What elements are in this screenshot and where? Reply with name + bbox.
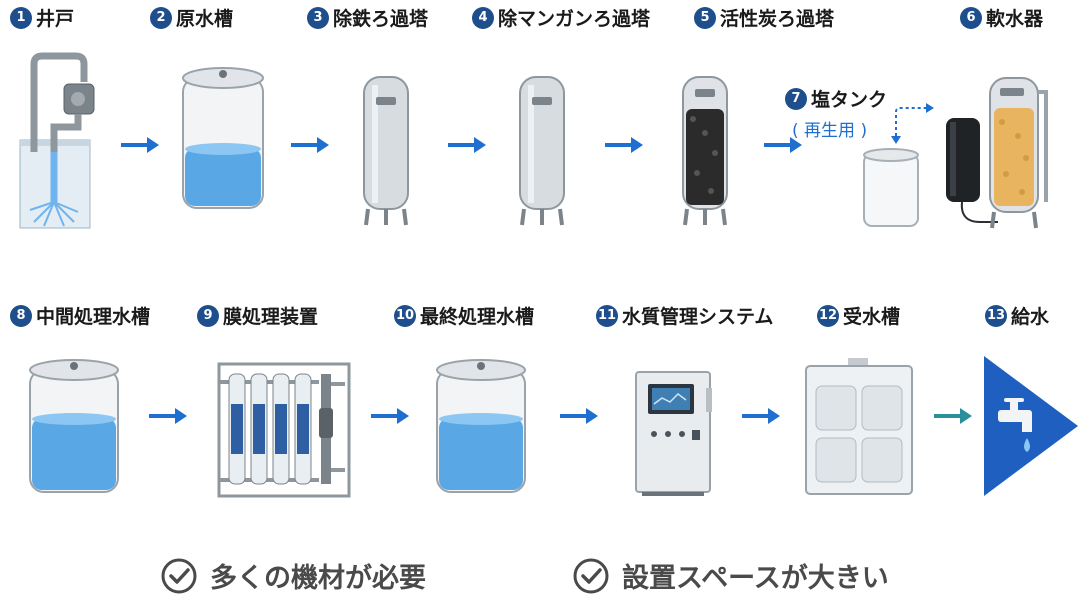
- step-number-badge: 12: [817, 304, 839, 327]
- flow-arrow-icon: [448, 137, 486, 153]
- step-label-receiving-tank: 12 受水槽: [817, 302, 900, 329]
- flow-arrow-icon: [121, 137, 159, 153]
- footer-text: 設置スペースが大きい: [622, 563, 889, 594]
- step-label-water-supply: 13 給水: [985, 302, 1049, 329]
- step-label-manganese-removal: 4 除マンガンろ過塔: [472, 4, 650, 31]
- step-name: 給水: [1011, 306, 1050, 328]
- step-number-badge: 13: [985, 304, 1007, 327]
- step-number-badge: 9: [197, 304, 219, 327]
- step-name: 原水槽: [176, 8, 234, 30]
- step-label-activated-carbon: 5 活性炭ろ過塔: [694, 4, 834, 31]
- step-label-iron-removal: 3 除鉄ろ過塔: [307, 4, 428, 31]
- flow-arrow-icon: [371, 408, 409, 424]
- membrane-unit-illustration: [217, 362, 351, 498]
- step-number-badge: 2: [150, 6, 172, 29]
- flow-arrow-icon: [291, 137, 329, 153]
- step-label-raw-water-tank: 2 原水槽: [150, 4, 233, 31]
- step-label-salt-tank: 7 塩タンク: [785, 85, 887, 112]
- step-name: 軟水器: [986, 8, 1044, 30]
- step-label-final-tank: 10 最終処理水槽: [394, 302, 534, 329]
- well-illustration: [19, 52, 95, 229]
- salt-tank-note: ( 再生用 ): [792, 121, 868, 141]
- step-name: 膜処理装置: [223, 306, 319, 328]
- flow-arrow-icon: [934, 408, 972, 424]
- step-number-badge: 5: [694, 6, 716, 29]
- flow-arrow-icon: [149, 408, 187, 424]
- step-name: 水質管理システム: [622, 306, 774, 328]
- step-label-intermediate-tank: 8 中間処理水槽: [10, 302, 150, 329]
- water-quality-panel-illustration: [635, 371, 712, 496]
- flow-arrow-icon: [742, 408, 780, 424]
- water-supply-illustration: [984, 356, 1078, 496]
- activated-carbon-tower-illustration: [682, 76, 728, 226]
- check-circle-icon: [573, 558, 609, 593]
- flow-arrow-icon: [605, 137, 643, 153]
- step-label-well: 1 井戸: [10, 4, 74, 31]
- regeneration-arrow-icon: [891, 103, 934, 144]
- raw-water-tank-illustration: [182, 67, 264, 209]
- intermediate-tank-illustration: [29, 359, 119, 493]
- step-name: 中間処理水槽: [36, 306, 151, 328]
- final-tank-illustration: [436, 359, 526, 493]
- step-number-badge: 6: [960, 6, 982, 29]
- salt-tank-illustration: [863, 148, 919, 227]
- manganese-removal-tower-illustration: [519, 76, 565, 226]
- step-name: 井戸: [36, 8, 75, 30]
- step-label-water-quality-system: 11 水質管理システム: [596, 302, 773, 329]
- step-number-badge: 7: [785, 87, 807, 110]
- step-label-membrane-unit: 9 膜処理装置: [197, 302, 318, 329]
- step-name: 受水槽: [843, 306, 901, 328]
- footer-point-many-equipment: 多くの機材が必要: [160, 556, 426, 595]
- flow-arrow-icon: [560, 408, 598, 424]
- step-name: 塩タンク: [811, 89, 888, 111]
- check-circle-icon: [161, 558, 197, 593]
- footer-point-large-space: 設置スペースが大きい: [572, 556, 889, 595]
- footer-text: 多くの機材が必要: [210, 563, 426, 594]
- step-number-badge: 11: [596, 304, 618, 327]
- step-number-badge: 4: [472, 6, 494, 29]
- step-number-badge: 1: [10, 6, 32, 29]
- step-number-badge: 8: [10, 304, 32, 327]
- step-name: 除マンガンろ過塔: [498, 8, 651, 30]
- step-name: 最終処理水槽: [420, 306, 535, 328]
- step-number-badge: 10: [394, 304, 416, 327]
- step-number-badge: 3: [307, 6, 329, 29]
- step-name: 活性炭ろ過塔: [720, 8, 835, 30]
- flow-arrow-icon: [764, 137, 802, 153]
- receiving-tank-illustration: [805, 358, 913, 495]
- water-softener-illustration: [946, 77, 1048, 229]
- iron-removal-tower-illustration: [363, 76, 409, 226]
- step-label-water-softener: 6 軟水器: [960, 4, 1043, 31]
- step-name: 除鉄ろ過塔: [333, 8, 429, 30]
